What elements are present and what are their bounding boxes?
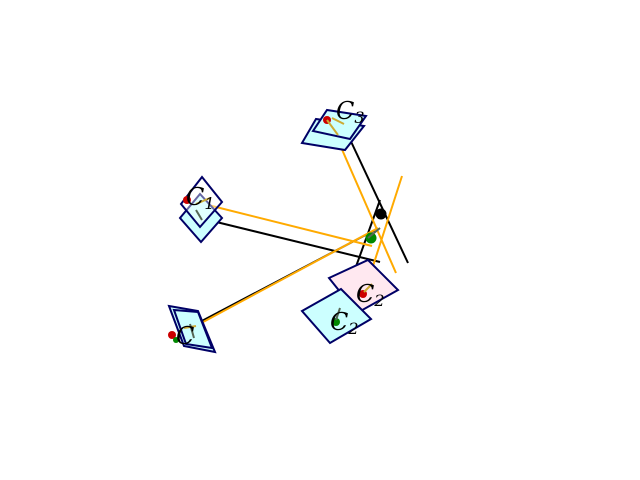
camera-c1: C1 xyxy=(178,175,224,244)
camera-c4: C xyxy=(167,304,217,354)
camera-c1-axis xyxy=(195,197,211,205)
ray-black-c1 xyxy=(199,217,381,263)
point-green xyxy=(365,232,377,244)
camera-c4-center-green xyxy=(173,337,179,343)
camera-c2-pink: C2 xyxy=(327,258,400,315)
camera-c1-center xyxy=(183,196,191,204)
point-black xyxy=(375,208,387,220)
camera-c4-center-red xyxy=(168,331,176,339)
ray-orange-c4 xyxy=(191,227,379,329)
camera-c2-axis xyxy=(363,283,373,293)
camera-c3: C3 xyxy=(300,97,368,152)
camera-c2-center-green xyxy=(332,318,340,326)
label-c4: C xyxy=(176,322,194,350)
ray-black-c3 xyxy=(346,132,409,264)
camera-c2-cyan: C2 xyxy=(300,287,373,345)
camera-c4-plane-front xyxy=(172,308,214,350)
label-c3: C3 xyxy=(336,97,365,127)
ray-orange-c1 xyxy=(207,204,373,247)
camera-c3-axis xyxy=(326,119,339,136)
